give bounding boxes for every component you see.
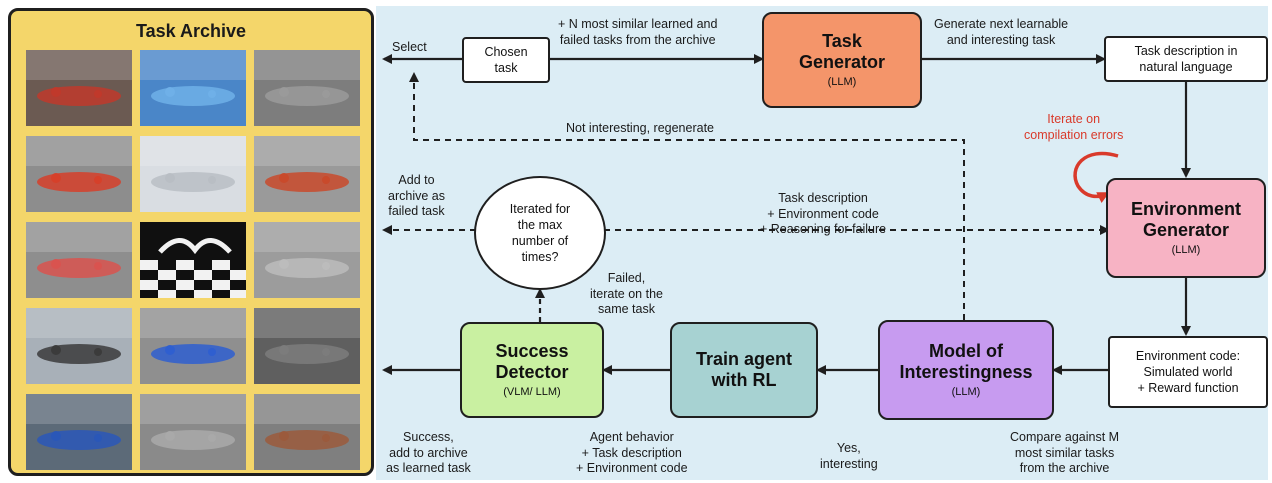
archive-thumbnail-red-objects-row [254,136,360,212]
environment-code-box: Environment code: Simulated world + Rewa… [1108,336,1268,408]
archive-title: Task Archive [135,21,247,41]
label-failed-iterate: Failed, iterate on the same task [590,271,663,317]
success-detector-title: Success Detector [495,341,569,383]
archive-thumbnail-dark-rail-scene [26,308,132,384]
label-success-add: Success, add to archive as learned task [386,430,471,476]
archive-thumbnail-arena-colored-poles [26,50,132,126]
archive-thumbnail-gray-floor-scene [254,50,360,126]
label-agent-behavior: Agent behavior + Task description + Envi… [576,430,688,476]
label-select: Select [392,40,427,54]
environment-generator-box: Environment Generator (LLM) [1106,178,1266,278]
chosen-task-box: Chosen task [462,37,550,83]
iterated-decision-circle: Iterated for the max number of times? [474,176,606,290]
iterate-compilation-arrow [1073,151,1119,203]
arrow-not-interesting-loop [409,72,965,320]
environment-generator-sub: (LLM) [1171,243,1201,256]
label-failure-info: Task description + Environment code + Re… [760,191,887,237]
archive-thumbnail-white-bridge-scene [140,136,246,212]
interestingness-sub: (LLM) [951,385,981,398]
archive-thumbnail-checkerboard-arena [140,222,246,298]
archive-thumbnail-blue-pool-scene [140,50,246,126]
task-description-box: Task description in natural language [1104,36,1268,82]
archive-thumbnail-dark-hill [254,308,360,384]
success-detector-sub: (VLM/ LLM) [503,385,561,398]
label-compare: Compare against M most similar tasks fro… [1010,430,1120,476]
task-generator-box: Task Generator (LLM) [762,12,922,108]
train-agent-title: Train agent with RL [695,349,793,390]
train-agent-box: Train agent with RL [670,322,818,418]
label-yes-interesting: Yes, interesting [820,441,878,471]
archive-thumbnail-stone-ring [140,394,246,470]
task-generator-sub: (LLM) [827,75,857,88]
archive-thumbnail-poles-field [26,222,132,298]
label-generate-next: Generate next learnable and interesting … [934,17,1069,47]
label-neighbors: + N most similar learned and failed task… [558,17,718,47]
success-detector-box: Success Detector (VLM/ LLM) [460,322,604,418]
label-iterate-errors: Iterate on compilation errors [1024,112,1124,142]
label-not-interesting: Not interesting, regenerate [566,121,715,135]
interestingness-title: Model of Interestingness [899,341,1033,383]
archive-thumbnail-rocky-ridge [254,222,360,298]
label-add-failed: Add to archive as failed task [388,173,445,219]
environment-generator-title: Environment Generator [1130,199,1241,241]
task-generator-title: Task Generator [798,31,886,73]
archive-thumbnail-blue-pillars-dim [26,394,132,470]
archive-thumbnail-brown-rubble [254,394,360,470]
interestingness-box: Model of Interestingness (LLM) [878,320,1054,420]
archive-thumbnail-colored-balls-row [26,136,132,212]
archive-thumbnail-blue-red-stripes [140,308,246,384]
